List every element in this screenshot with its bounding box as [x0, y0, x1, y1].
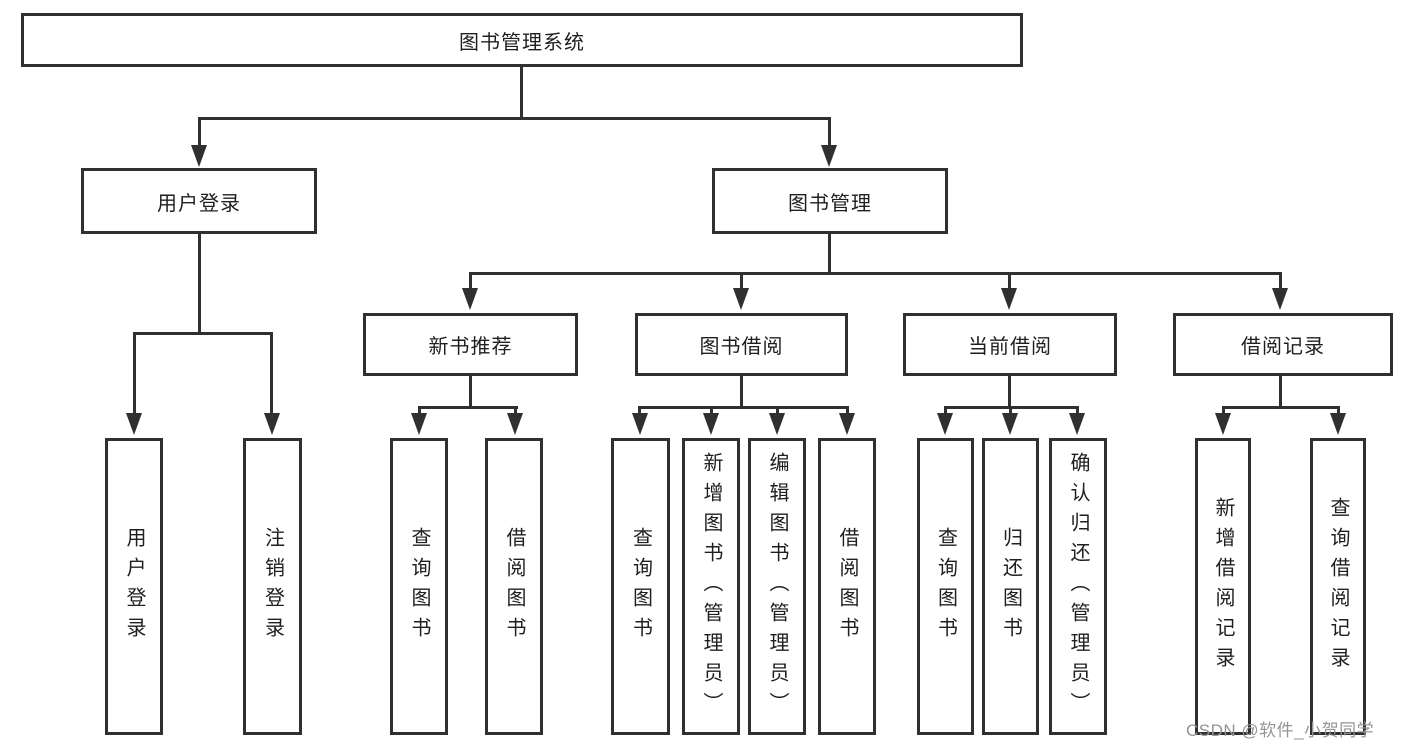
connector-line	[740, 272, 743, 290]
connector-arrowhead	[462, 288, 478, 310]
connector-arrowhead	[126, 413, 142, 435]
connector-line	[514, 406, 517, 416]
node-leaf-logout: 注销登录	[243, 438, 302, 735]
connector-line	[198, 117, 201, 149]
connector-line	[638, 406, 849, 409]
connector-arrowhead	[1330, 413, 1346, 435]
node-leaf-add-borrow-record: 新增借阅记录	[1195, 438, 1251, 735]
connector-arrowhead	[1069, 413, 1085, 435]
connector-line	[1008, 376, 1011, 408]
connector-line	[1222, 406, 1225, 416]
node-book-borrowing: 图书借阅	[635, 313, 848, 376]
connector-line	[828, 234, 831, 275]
node-library-system: 图书管理系统	[21, 13, 1023, 67]
connector-line	[133, 332, 136, 415]
connector-arrowhead	[733, 288, 749, 310]
connector-line	[776, 406, 779, 416]
node-new-book-recommendation: 新书推荐	[363, 313, 578, 376]
connector-arrowhead	[1215, 413, 1231, 435]
node-leaf-return-books: 归还图书	[982, 438, 1039, 735]
node-leaf-query-books-1: 查询图书	[390, 438, 448, 735]
connector-line	[1222, 406, 1340, 409]
node-leaf-query-books-3: 查询图书	[917, 438, 974, 735]
connector-line	[133, 332, 273, 335]
node-book-management: 图书管理	[712, 168, 948, 234]
connector-line	[828, 117, 831, 149]
node-borrowing-records: 借阅记录	[1173, 313, 1393, 376]
node-leaf-borrow-books-2: 借阅图书	[818, 438, 876, 735]
node-leaf-add-books-admin: 新增图书（管理员）	[682, 438, 740, 735]
connector-line	[270, 332, 273, 415]
connector-line	[418, 406, 518, 409]
node-leaf-confirm-return-admin: 确认归还（管理员）	[1049, 438, 1107, 735]
node-leaf-query-books-2: 查询图书	[611, 438, 670, 735]
node-leaf-user-login: 用户登录	[105, 438, 163, 735]
connector-line	[1279, 272, 1282, 290]
connector-arrowhead	[411, 413, 427, 435]
connector-arrowhead	[703, 413, 719, 435]
connector-line	[520, 66, 523, 119]
connector-arrowhead	[1272, 288, 1288, 310]
connector-line	[418, 406, 421, 416]
connector-line	[1008, 272, 1011, 290]
node-current-borrowing: 当前借阅	[903, 313, 1117, 376]
node-user-login: 用户登录	[81, 168, 317, 234]
connector-arrowhead	[839, 413, 855, 435]
connector-line	[198, 117, 831, 120]
connector-arrowhead	[632, 413, 648, 435]
connector-arrowhead	[507, 413, 523, 435]
connector-line	[1009, 406, 1012, 416]
connector-line	[846, 406, 849, 416]
connector-line	[638, 406, 641, 416]
connector-line	[198, 234, 201, 335]
node-leaf-borrow-books-1: 借阅图书	[485, 438, 543, 735]
connector-arrowhead	[937, 413, 953, 435]
connector-arrowhead	[1002, 413, 1018, 435]
connector-arrowhead	[769, 413, 785, 435]
connector-line	[1279, 376, 1282, 408]
connector-line	[469, 376, 472, 408]
connector-arrowhead	[191, 145, 207, 167]
connector-line	[944, 406, 947, 416]
connector-line	[740, 376, 743, 408]
connector-arrowhead	[1001, 288, 1017, 310]
connector-line	[1076, 406, 1079, 416]
connector-line	[1337, 406, 1340, 416]
connector-line	[469, 272, 1282, 275]
connector-arrowhead	[821, 145, 837, 167]
connector-line	[710, 406, 713, 416]
watermark: CSDN @软件_小贺同学	[1186, 721, 1375, 740]
connector-arrowhead	[264, 413, 280, 435]
node-leaf-edit-books-admin: 编辑图书（管理员）	[748, 438, 806, 735]
connector-line	[469, 272, 472, 290]
node-leaf-query-borrow-record: 查询借阅记录	[1310, 438, 1366, 735]
